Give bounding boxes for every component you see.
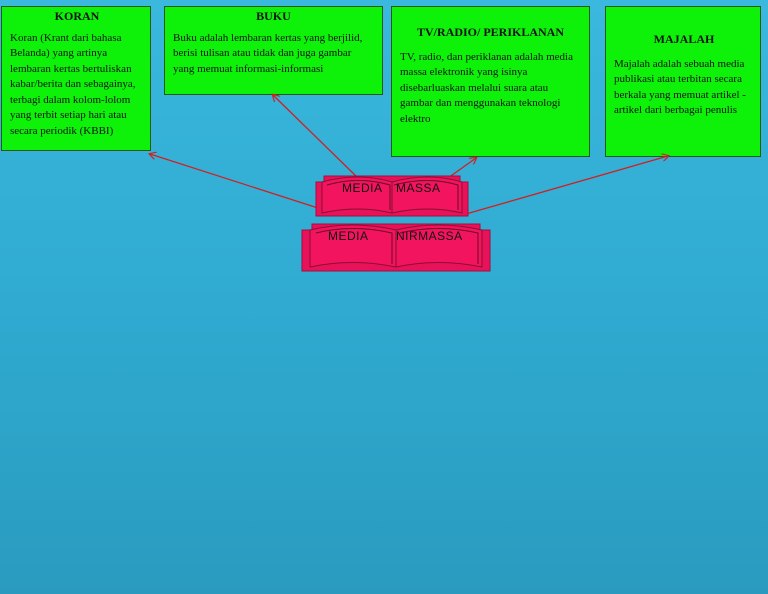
arrow-to-koran (150, 154, 319, 209)
arrow-to-tv-radio (447, 158, 476, 179)
book-massa-right-word: MASSA (396, 181, 441, 195)
tv-radio-box: TV/RADIO/ PERIKLANAN TV, radio, dan peri… (391, 6, 590, 157)
buku-text: Buku adalah lembaran kertas yang berjili… (173, 31, 363, 75)
book-nirmassa-right-word: NIRMASSA (396, 229, 463, 243)
majalah-box: MAJALAH Majalah adalah sebuah media publ… (605, 6, 761, 157)
book-massa-left-word: MEDIA (342, 181, 383, 195)
koran-box: KORAN Koran (Krant dari bahasa Belanda) … (1, 6, 151, 151)
buku-box: BUKU Buku adalah lembaran kertas yang be… (164, 6, 383, 95)
majalah-title: MAJALAH (653, 32, 715, 46)
majalah-text: Majalah adalah sebuah media publikasi at… (614, 57, 746, 117)
arrow-to-buku (273, 95, 359, 179)
buku-title: BUKU (256, 9, 291, 23)
koran-title: KORAN (54, 9, 100, 23)
arrow-to-majalah (465, 156, 668, 215)
book-media-massa (315, 175, 469, 217)
koran-text: Koran (Krant dari bahasa Belanda) yang a… (10, 31, 136, 137)
tv-radio-text: TV, radio, dan periklanan adalah media m… (400, 50, 573, 125)
tv-radio-title: TV/RADIO/ PERIKLANAN (416, 25, 564, 39)
book-nirmassa-left-word: MEDIA (328, 229, 369, 243)
book-media-nirmassa (301, 223, 491, 272)
